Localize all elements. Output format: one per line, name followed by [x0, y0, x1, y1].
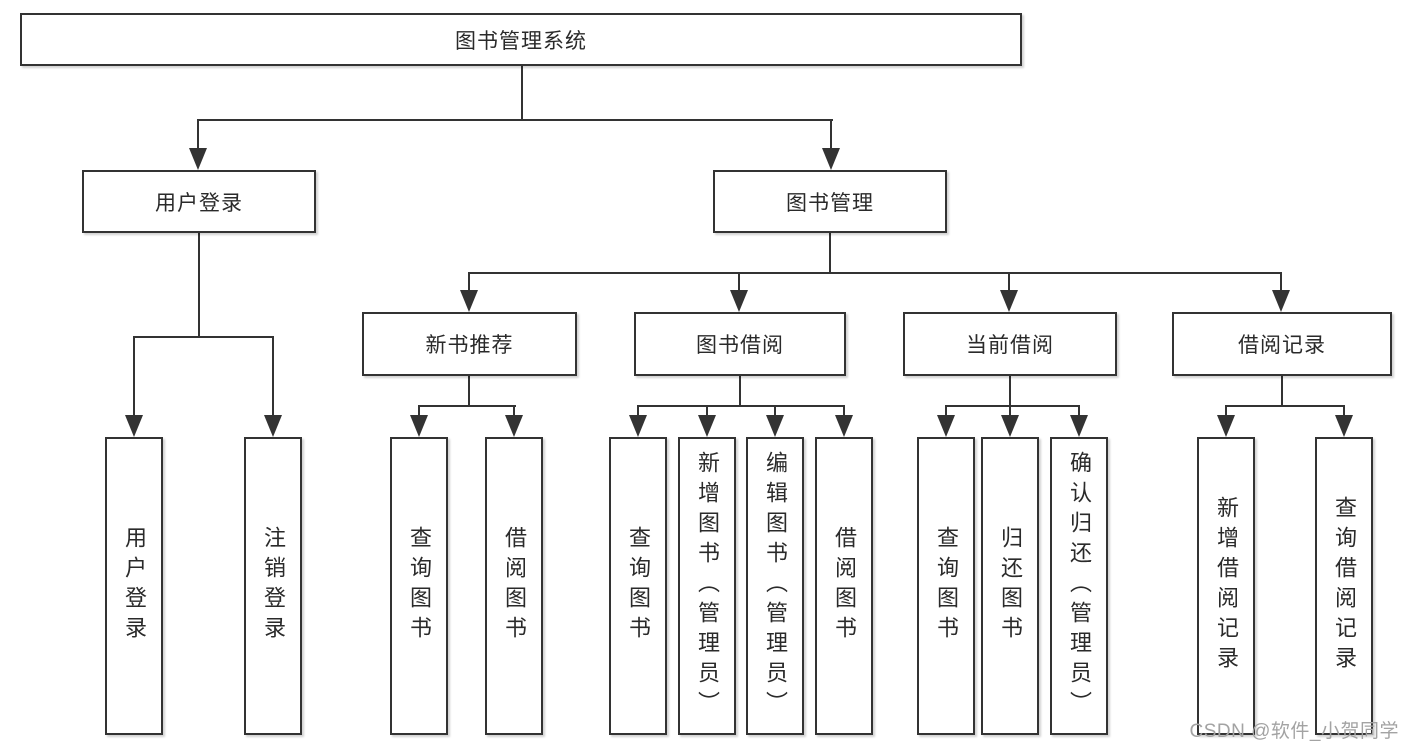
node-book-borrowing: 图书借阅 — [634, 312, 846, 376]
leaf-label: 查询图书 — [407, 526, 432, 646]
arrow-down-icon — [189, 148, 207, 170]
leaf-borrow-books-recommend: 借阅图书 — [485, 437, 543, 735]
leaf-label: 查询借阅记录 — [1332, 496, 1357, 676]
leaf-label: 归还图书 — [998, 526, 1023, 646]
node-borrow-records-label: 借阅记录 — [1238, 334, 1326, 357]
leaf-edit-books-admin: 编辑图书（管理员） — [746, 437, 804, 735]
connector-drop — [738, 272, 740, 292]
leaf-label: 确认归还（管理员） — [1067, 451, 1092, 721]
connector-drop — [513, 405, 515, 416]
connector-drop-user-login — [197, 119, 199, 150]
leaf-query-borrow-record: 查询借阅记录 — [1315, 437, 1373, 735]
arrow-down-icon — [698, 415, 716, 437]
connector-root-trunk — [521, 65, 523, 121]
leaf-label: 用户登录 — [122, 526, 147, 646]
arrow-down-icon — [410, 415, 428, 437]
arrow-down-icon — [766, 415, 784, 437]
node-new-book-recommend: 新书推荐 — [362, 312, 577, 376]
connector-drop — [637, 405, 639, 416]
leaf-label: 新增借阅记录 — [1214, 496, 1239, 676]
connector-borrow-branch — [637, 405, 845, 407]
connector-drop — [1008, 272, 1010, 292]
leaf-label: 新增图书（管理员） — [695, 451, 720, 721]
node-current-borrowing-label: 当前借阅 — [966, 334, 1054, 357]
node-new-book-recommend-label: 新书推荐 — [425, 334, 514, 357]
connector-drop — [843, 405, 845, 416]
connector-level1-branch — [197, 119, 833, 121]
connector-user-login-trunk — [198, 233, 200, 337]
connector-drop — [272, 336, 274, 416]
node-borrow-records: 借阅记录 — [1172, 312, 1392, 376]
leaf-query-books-current: 查询图书 — [917, 437, 975, 735]
arrow-down-icon — [730, 290, 748, 312]
arrow-down-icon — [937, 415, 955, 437]
connector-drop — [1225, 405, 1227, 416]
leaf-logout: 注销登录 — [244, 437, 302, 735]
node-book-borrowing-label: 图书借阅 — [696, 334, 784, 357]
connector-drop — [706, 405, 708, 416]
connector-drop — [1343, 405, 1345, 416]
leaf-borrow-books: 借阅图书 — [815, 437, 873, 735]
connector-drop — [1078, 405, 1080, 416]
connector-drop — [774, 405, 776, 416]
connector-newbook-trunk — [468, 376, 470, 407]
connector-drop — [133, 336, 135, 416]
leaf-label: 编辑图书（管理员） — [763, 451, 788, 721]
arrow-down-icon — [822, 148, 840, 170]
connector-drop — [1009, 405, 1011, 416]
arrow-down-icon — [1335, 415, 1353, 437]
leaf-label: 注销登录 — [261, 526, 286, 646]
node-user-login-label: 用户登录 — [155, 191, 243, 215]
leaf-label: 查询图书 — [626, 526, 651, 646]
connector-records-trunk — [1281, 376, 1283, 407]
connector-borrow-trunk — [739, 376, 741, 407]
arrow-down-icon — [264, 415, 282, 437]
connector-current-branch — [945, 405, 1080, 407]
connector-current-trunk — [1009, 376, 1011, 407]
connector-book-mgmt-trunk — [829, 233, 831, 274]
leaf-label: 借阅图书 — [502, 526, 527, 646]
arrow-down-icon — [1217, 415, 1235, 437]
leaf-return-books: 归还图书 — [981, 437, 1039, 735]
arrow-down-icon — [460, 290, 478, 312]
leaf-add-books-admin: 新增图书（管理员） — [678, 437, 736, 735]
connector-drop — [1280, 272, 1282, 292]
connector-records-branch — [1225, 405, 1345, 407]
arrow-down-icon — [629, 415, 647, 437]
node-current-borrowing: 当前借阅 — [903, 312, 1117, 376]
node-library-system: 图书管理系统 — [20, 13, 1022, 66]
node-library-system-label: 图书管理系统 — [455, 29, 587, 53]
arrow-down-icon — [1000, 290, 1018, 312]
arrow-down-icon — [835, 415, 853, 437]
leaf-label: 借阅图书 — [832, 526, 857, 646]
connector-drop — [418, 405, 420, 416]
node-book-management-label: 图书管理 — [786, 191, 874, 215]
connector-level2-branch — [468, 272, 1282, 274]
node-user-login: 用户登录 — [82, 170, 316, 233]
csdn-watermark: CSDN @软件_小贺同学 — [1189, 721, 1399, 742]
leaf-query-books-recommend: 查询图书 — [390, 437, 448, 735]
connector-drop — [468, 272, 470, 292]
leaf-query-books-borrowing: 查询图书 — [609, 437, 667, 735]
arrow-down-icon — [125, 415, 143, 437]
connector-newbook-branch — [418, 405, 516, 407]
leaf-label: 查询图书 — [934, 526, 959, 646]
arrow-down-icon — [1001, 415, 1019, 437]
connector-drop-book-mgmt — [830, 119, 832, 150]
leaf-confirm-return-admin: 确认归还（管理员） — [1050, 437, 1108, 735]
arrow-down-icon — [1070, 415, 1088, 437]
arrow-down-icon — [1272, 290, 1290, 312]
arrow-down-icon — [505, 415, 523, 437]
leaf-add-borrow-record: 新增借阅记录 — [1197, 437, 1255, 735]
node-book-management: 图书管理 — [713, 170, 947, 233]
connector-drop — [945, 405, 947, 416]
leaf-user-login: 用户登录 — [105, 437, 163, 735]
connector-user-login-branch — [133, 336, 274, 338]
